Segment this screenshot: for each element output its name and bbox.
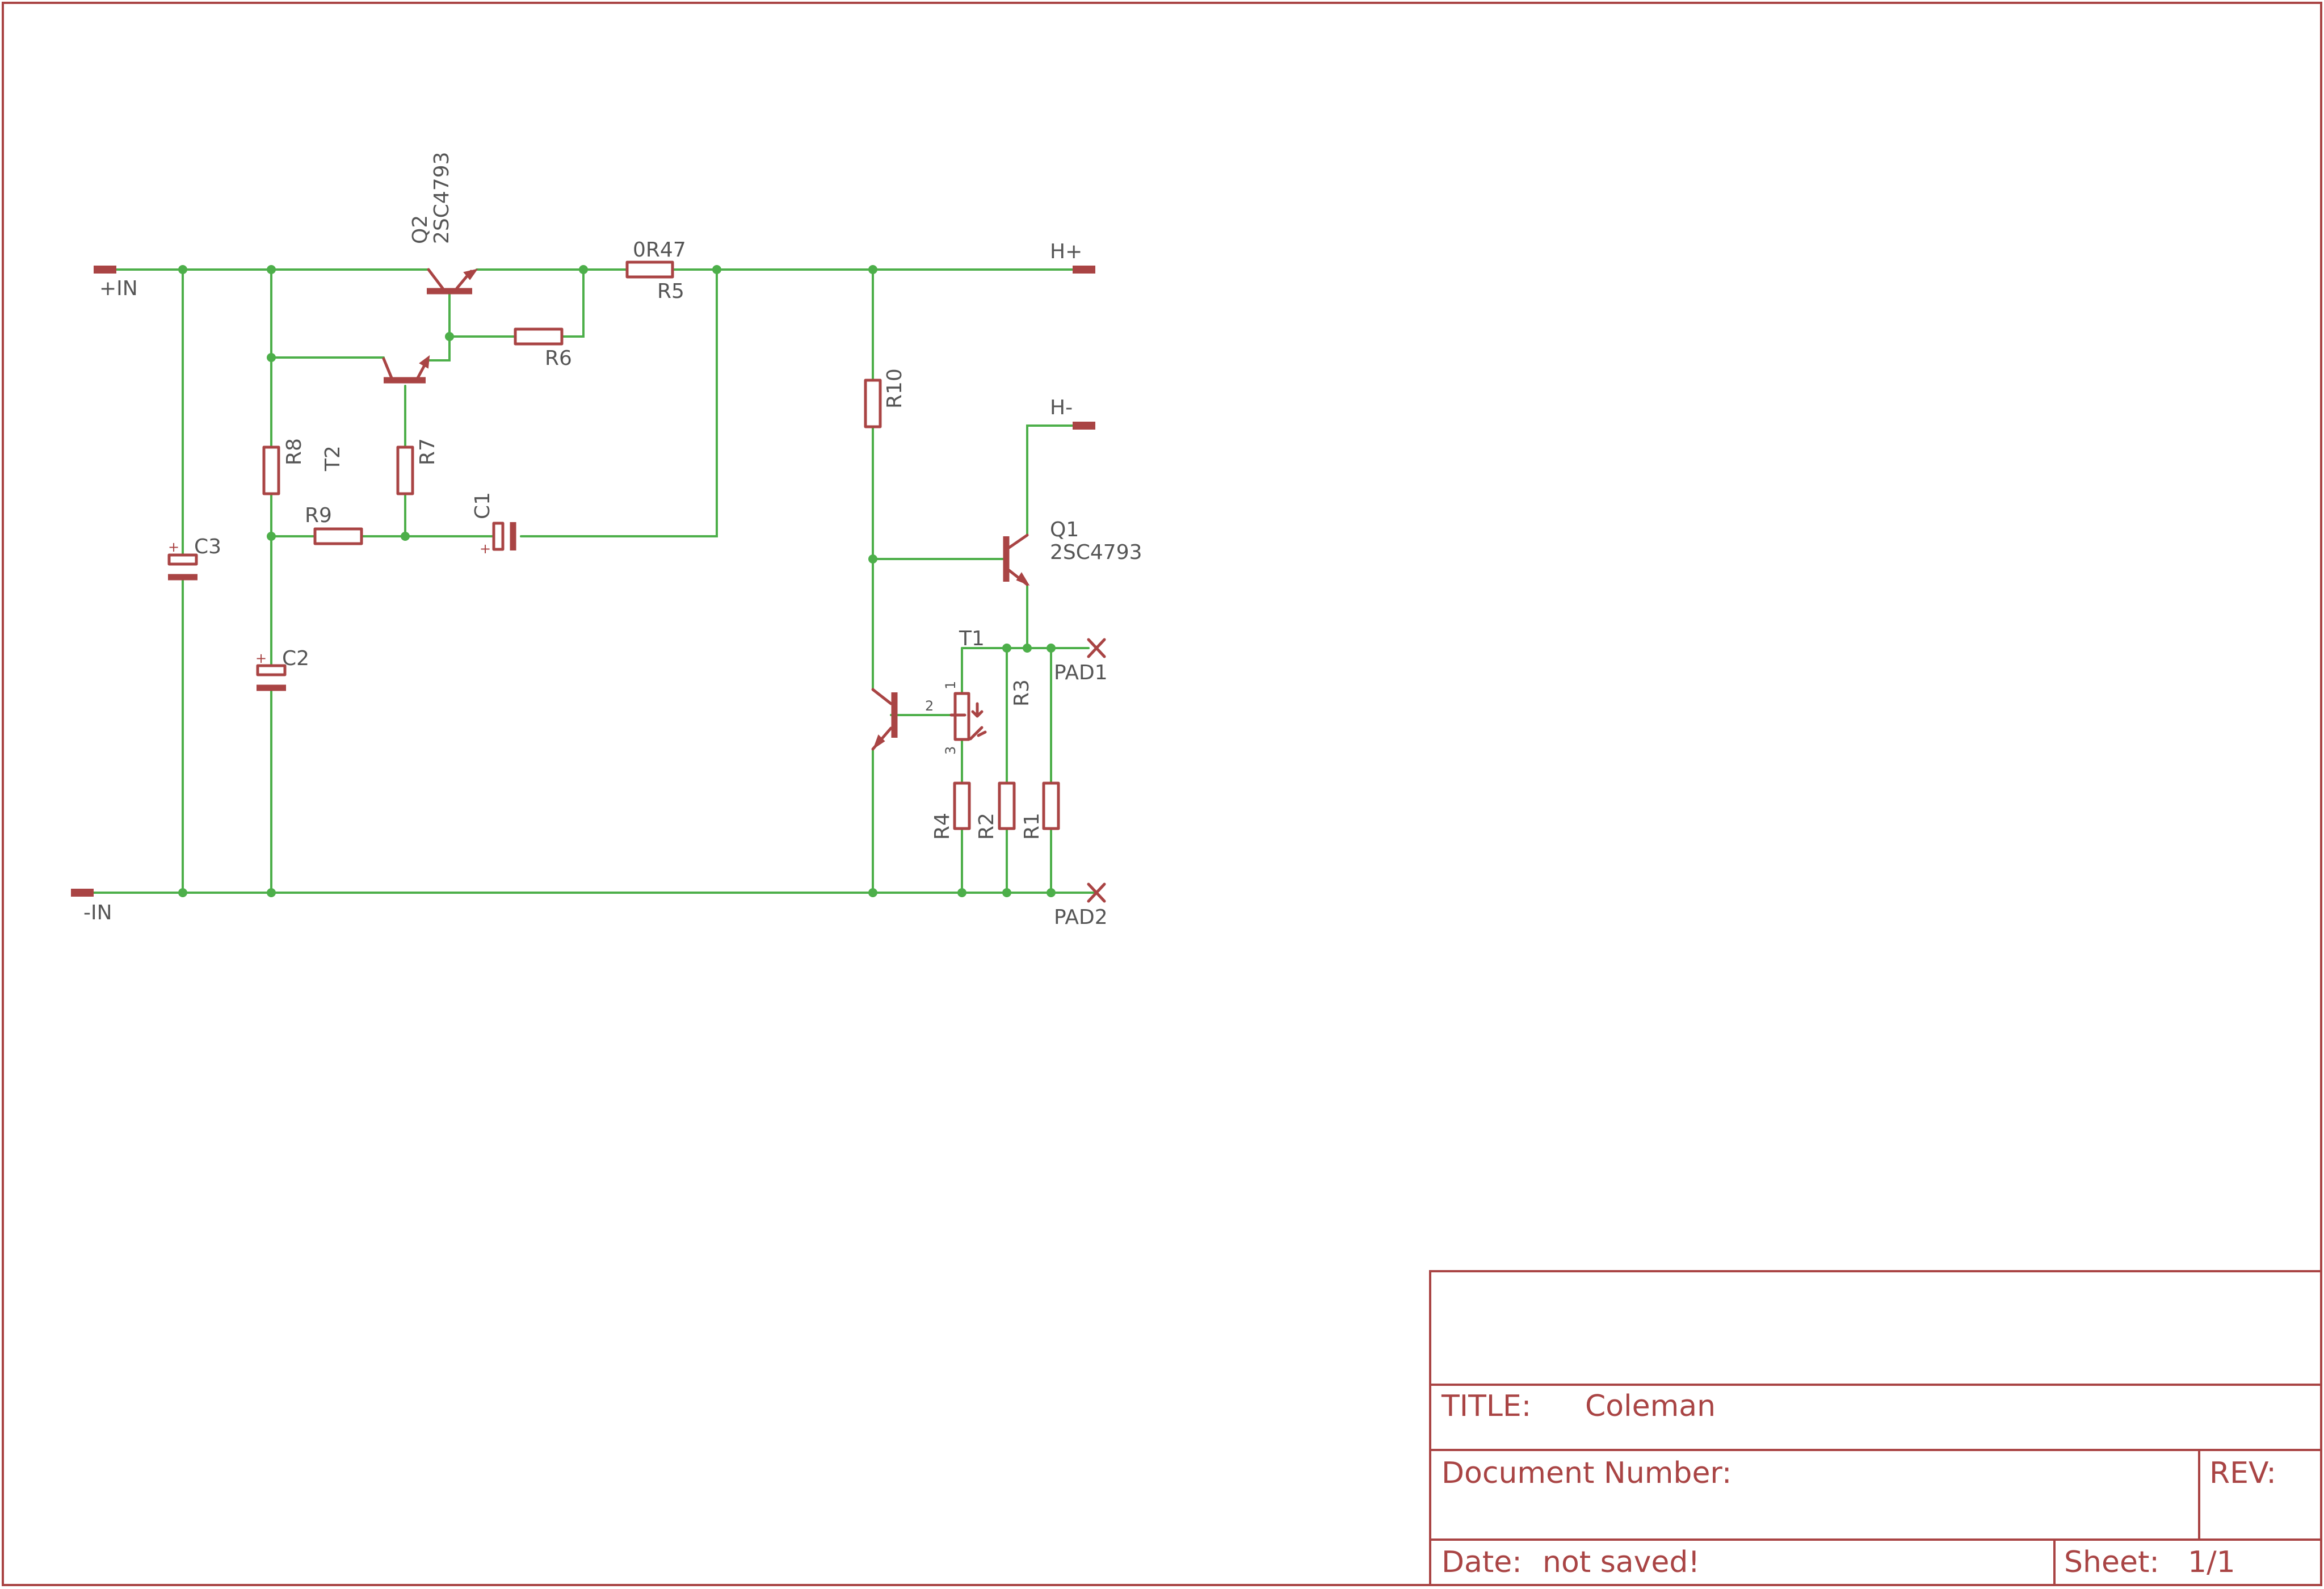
r4-ref: R4 — [931, 813, 954, 840]
capacitor-c3[interactable]: + C3 — [167, 535, 221, 581]
port-out-pos[interactable]: H+ — [1050, 240, 1095, 274]
r6-ref: R6 — [545, 347, 572, 370]
pad1[interactable]: PAD1 — [1054, 638, 1108, 684]
sheet-value: 1/1 — [2188, 1545, 2235, 1579]
port-in-neg-label: -IN — [83, 901, 112, 924]
resistor-r10[interactable]: R10 — [864, 368, 906, 428]
r1-ref: R1 — [1020, 813, 1044, 840]
capacitor-c1[interactable]: + C1 — [471, 492, 516, 557]
transistor-q2[interactable]: Q2 2SC4793 — [409, 152, 478, 295]
port-in-pos-label: +IN — [99, 277, 138, 300]
title-label: TITLE: — [1441, 1389, 1531, 1423]
c1-polarity: + — [480, 541, 491, 557]
r10-ref: R10 — [883, 368, 906, 409]
resistor-r8[interactable]: R8 — [262, 438, 306, 495]
transistor-q1[interactable]: Q1 2SC4793 — [1003, 518, 1142, 586]
c2-polarity: + — [255, 650, 267, 666]
q1-ref: Q1 — [1050, 518, 1079, 541]
resistor-r4[interactable]: R4 — [931, 781, 971, 840]
resistor-r9[interactable]: R9 — [305, 504, 363, 545]
t2-ref: T2 — [321, 445, 344, 472]
trimmer-pin-2: 2 — [925, 698, 934, 714]
capacitor-c2[interactable]: + C2 — [255, 647, 309, 691]
resistor-r6[interactable]: R6 — [514, 327, 572, 370]
trimmer-pin-3: 3 — [943, 746, 959, 755]
transistor-t2[interactable]: T2 — [321, 355, 430, 472]
sheet-label: Sheet: — [2064, 1545, 2159, 1579]
resistor-r1[interactable]: R1 — [1020, 781, 1060, 840]
c3-ref: C3 — [194, 535, 221, 558]
pad2[interactable]: PAD2 — [1054, 882, 1108, 929]
q1-value: 2SC4793 — [1050, 541, 1142, 564]
transistor-t1[interactable]: T1 — [871, 627, 985, 751]
q2-value: 2SC4793 — [430, 152, 453, 244]
r5-value: 0R47 — [633, 238, 686, 262]
r7-ref: R7 — [416, 438, 439, 465]
title-block: TITLE: Coleman Document Number: REV: Dat… — [1429, 1270, 2322, 1586]
pad2-label: PAD2 — [1054, 906, 1108, 929]
c1-ref: C1 — [471, 492, 494, 519]
r5-ref: R5 — [657, 280, 684, 303]
trimmer-pin-1: 1 — [943, 681, 959, 690]
resistor-r5[interactable]: 0R47 R5 — [625, 238, 686, 303]
q2-ref: Q2 — [409, 215, 432, 244]
port-out-pos-label: H+ — [1050, 240, 1082, 263]
trimmer-pot[interactable]: 1 2 3 — [925, 681, 987, 755]
r8-ref: R8 — [283, 438, 306, 465]
c3-polarity: + — [168, 539, 179, 555]
t1-ref: T1 — [959, 627, 985, 650]
title-value: Coleman — [1585, 1389, 1716, 1423]
port-in-pos[interactable]: +IN — [94, 266, 138, 300]
r9-ref: R9 — [305, 504, 332, 527]
junctions — [178, 265, 1056, 897]
document-number-label: Document Number: — [1442, 1456, 1732, 1490]
wires — [90, 268, 1096, 894]
port-out-neg[interactable]: H- — [1050, 396, 1095, 430]
port-in-neg[interactable]: -IN — [71, 889, 112, 924]
r2-ref: R2 — [975, 813, 998, 840]
date-label: Date: — [1442, 1545, 1522, 1579]
resistor-r3[interactable]: R3 — [1010, 679, 1033, 707]
rev-label: REV: — [2209, 1456, 2276, 1490]
r3-ref: R3 — [1010, 679, 1033, 707]
c2-ref: C2 — [282, 647, 309, 670]
port-out-neg-label: H- — [1050, 396, 1073, 419]
resistor-r7[interactable]: R7 — [396, 438, 439, 495]
pad1-label: PAD1 — [1054, 661, 1108, 684]
date-value: not saved! — [1543, 1545, 1700, 1579]
resistor-r2[interactable]: R2 — [975, 781, 1016, 840]
